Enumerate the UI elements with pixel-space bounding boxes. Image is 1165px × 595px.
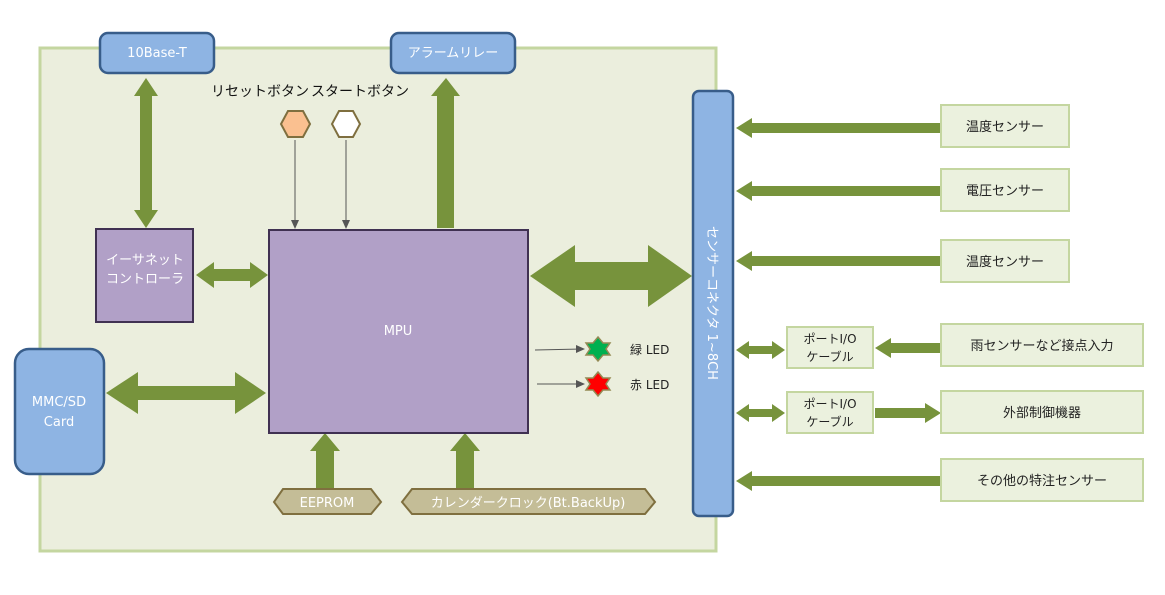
ethernet-controller-label-line2: コントローラ: [106, 272, 184, 287]
port-cable-box-2: [786, 391, 874, 434]
alarm-relay-label: アラームリレー: [408, 46, 499, 61]
green-led-icon: [584, 335, 612, 363]
calendar-clock-box: [400, 488, 657, 515]
ethernet-controller-box: [95, 228, 194, 323]
reset-signal-arrowhead: [291, 220, 299, 229]
arrow-sensor-other: [736, 471, 940, 491]
green-led-arrowhead: [576, 345, 585, 353]
sensor-external-control-label: 外部制御機器: [1003, 406, 1081, 421]
sensor-box-temperature-1: [940, 104, 1070, 148]
arrow-eeprom-mpu: [310, 433, 340, 488]
sensor-rain-contact-label: 雨センサーなど接点入力: [970, 338, 1113, 354]
arrow-sensor-voltage: [736, 181, 940, 201]
red-led-icon: [584, 370, 612, 398]
arrow-sensor-temperature-2: [736, 251, 940, 271]
arrow-sensor-temperature-1: [736, 118, 940, 138]
sensor-voltage-label: 電圧センサー: [966, 184, 1044, 199]
arrow-card-mpu: [106, 372, 266, 414]
ethernet-controller-label-line1: イーサネット: [106, 253, 184, 268]
sensor-connector-label: センサーコネクタ 1~8CH: [704, 226, 719, 380]
port-cable-2-line2: ケーブル: [806, 414, 853, 429]
sensor-box-voltage: [940, 168, 1070, 212]
port-cable-2-line1: ポートI/O: [803, 397, 856, 411]
start-button-label: スタートボタン: [311, 84, 409, 100]
port-cable-box-1: [786, 326, 874, 369]
port-cable-1-line2: ケーブル: [806, 349, 853, 364]
mpu-label: MPU: [384, 324, 413, 339]
arrow-ethernet-port: [134, 78, 158, 228]
arrow-connector-cable-2: [736, 404, 785, 422]
sensor-box-other-special: [940, 458, 1144, 502]
calendar-clock-label: カレンダークロック(Bt.BackUp): [431, 496, 626, 511]
alarm-relay-box: [389, 31, 517, 75]
start-button: [330, 110, 362, 138]
arrow-clock-mpu: [450, 433, 480, 488]
ethernet-port-box: [98, 31, 216, 75]
ethernet-port-label: 10Base-T: [127, 46, 187, 61]
eeprom-box: [272, 488, 383, 515]
sd-card-label-line1: MMC/SD: [32, 395, 86, 410]
mpu-box: [268, 229, 529, 434]
sensor-connector-box: [691, 89, 735, 518]
sd-card-box: [13, 347, 106, 476]
sensor-temperature-2-label: 温度センサー: [966, 254, 1044, 270]
arrow-cable-external: [875, 403, 941, 423]
start-signal-arrowhead: [342, 220, 350, 229]
arrow-rain-cable: [875, 338, 940, 358]
sensor-other-special-label: その他の特注センサー: [977, 474, 1107, 489]
sensor-box-rain-contact: [940, 323, 1144, 367]
arrow-connector-cable-1: [736, 341, 785, 359]
reset-button-label: リセットボタン: [211, 84, 309, 100]
red-led-label: 赤 LED: [630, 378, 669, 392]
sensor-box-temperature-2: [940, 239, 1070, 283]
reset-button: [279, 110, 312, 138]
red-led-arrowhead: [576, 380, 585, 388]
green-led-label: 緑 LED: [630, 342, 669, 357]
green-led-line: [534, 348, 583, 351]
arrow-controller-mpu: [196, 262, 268, 288]
arrow-mpu-connector: [530, 245, 692, 307]
sensor-box-external-control: [940, 390, 1144, 434]
eeprom-label: EEPROM: [300, 496, 355, 511]
sd-card-label-line2: Card: [44, 415, 74, 430]
sensor-temperature-1-label: 温度センサー: [966, 119, 1044, 135]
port-cable-1-line1: ポートI/O: [803, 332, 856, 346]
arrow-alarm-relay: [431, 78, 460, 228]
